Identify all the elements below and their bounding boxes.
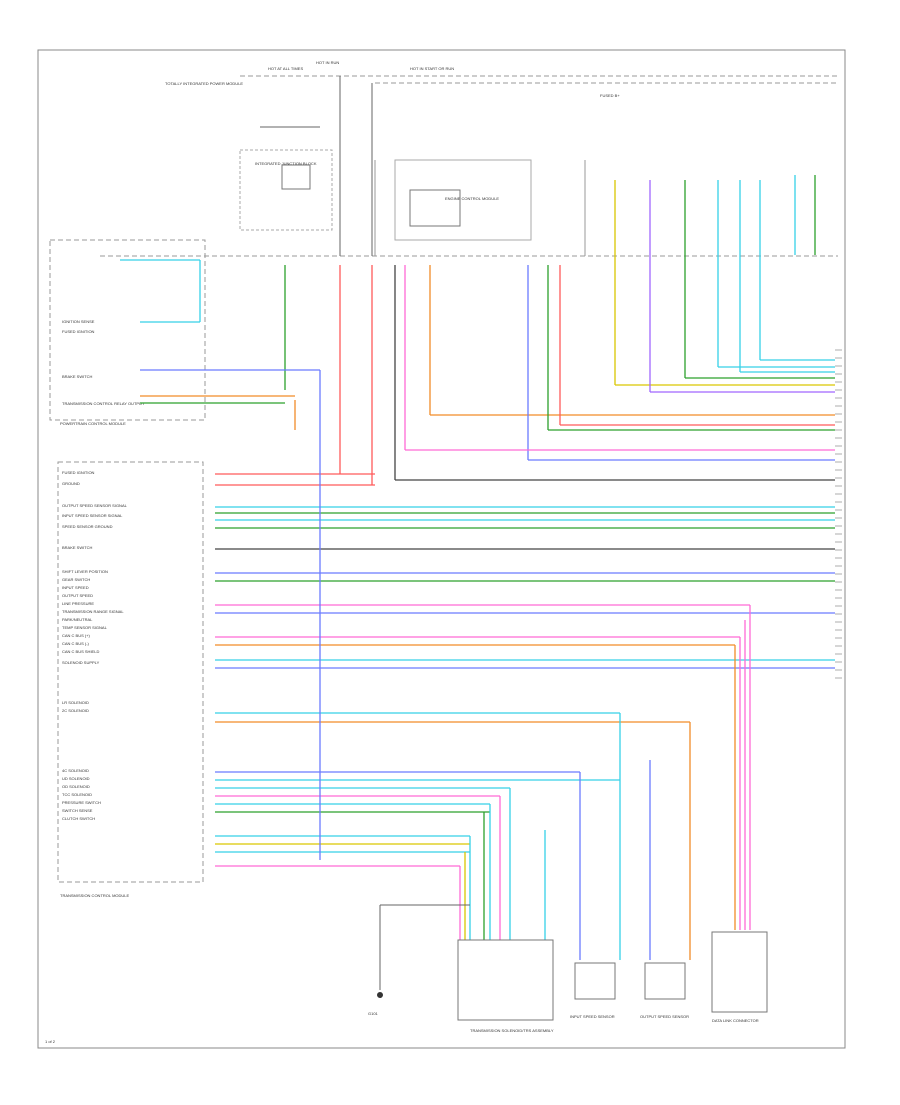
controller-pin-label: LR SOLENOID [62, 700, 89, 705]
footer-module-3: OUTPUT SPEED SENSOR [640, 1014, 689, 1019]
relay-contact-1 [281, 164, 311, 190]
wire-runs [120, 175, 835, 960]
controller-pin-label: GEAR SWITCH [62, 577, 90, 582]
controller-pin-label: CAN C BUS (+) [62, 633, 91, 638]
controller-pin-label: CAN C BUS (-) [62, 641, 90, 646]
right-connector-ticks [835, 349, 842, 679]
controller-pin-label: TEMP SENSOR SIGNAL [62, 625, 108, 630]
controller-pin-label: SWITCH SENSE [62, 808, 93, 813]
footer-module-3-box [644, 962, 686, 1000]
footer-module-2-box [574, 962, 616, 1000]
pcm-name-label: ENGINE CONTROL MODULE [445, 196, 499, 201]
controller-pin-label: CLUTCH SWITCH [62, 816, 95, 821]
controller-pin-label: CAN C BUS SHIELD [62, 649, 99, 654]
fused-bus-label: FUSED B+ [600, 93, 620, 98]
controller-pin-label: PRESSURE SWITCH [62, 800, 101, 805]
page-ref: 1 of 2 [45, 1039, 56, 1044]
relay-contact-2 [409, 189, 461, 227]
controller-pin-label: UD SOLENOID [62, 776, 90, 781]
footer-module-4: DATA LINK CONNECTOR [712, 1018, 759, 1023]
controller-box [57, 461, 204, 883]
footer-module-2: INPUT SPEED SENSOR [570, 1014, 615, 1019]
top-connector-label-2: HOT IN RUN [316, 60, 339, 65]
controller-pin-label: BRAKE SWITCH [62, 545, 93, 550]
controller-pin-label: SHIFT LEVER POSITION [62, 569, 108, 574]
controller-pin-label: INPUT SPEED [62, 585, 89, 590]
controller-pin-label: FUSED IGNITION [62, 470, 95, 475]
left-module-pin-3: BRAKE SWITCH [62, 374, 93, 379]
controller-pin-label: 2C SOLENOID [62, 708, 89, 713]
footer-module-1: TRANSMISSION SOLENOID/TRS ASSEMBLY [470, 1028, 554, 1033]
footer-module-1-box [457, 939, 554, 1021]
controller-pin-label: OUTPUT SPEED [62, 593, 93, 598]
controller-pin-label: OD SOLENOID [62, 784, 90, 789]
pdc-label: TOTALLY INTEGRATED POWER MODULE [165, 81, 243, 86]
ground-point [377, 992, 383, 998]
controller-pin-label: INPUT SPEED SENSOR SIGNAL [62, 513, 123, 518]
left-module-box [49, 239, 206, 421]
controller-pin-label: LINE PRESSURE [62, 601, 94, 606]
left-module-pin-1: IGNITION SENSE [62, 319, 95, 324]
controller-pin-label: SOLENOID SUPPLY [62, 660, 100, 665]
footer-module-4-box [711, 931, 768, 1013]
top-connector-label-3: HOT IN START OR RUN [410, 66, 454, 71]
top-connector-label-1: HOT AT ALL TIMES [268, 66, 303, 71]
controller-pin-label: OUTPUT SPEED SENSOR SIGNAL [62, 503, 128, 508]
diagram-frame [37, 49, 846, 1049]
controller-name: TRANSMISSION CONTROL MODULE [60, 893, 130, 898]
left-module-pin-4: TRANSMISSION CONTROL RELAY OUTPUT [62, 401, 145, 406]
ground-label: G101 [368, 1011, 379, 1016]
controller-pin-list: FUSED IGNITION GROUND OUTPUT SPEED SENSOR … [62, 470, 128, 821]
controller-pin-label: GROUND [62, 481, 80, 486]
fusible-link-label: INTEGRATED JUNCTION BLOCK [255, 161, 317, 166]
left-module-name: POWERTRAIN CONTROL MODULE [60, 421, 126, 426]
controller-pin-label: SPEED SENSOR GROUND [62, 524, 113, 529]
left-module-pin-2: FUSED IGNITION [62, 329, 95, 334]
controller-pin-label: TRANSMISSION RANGE SIGNAL [62, 609, 124, 614]
relay-block-left [239, 149, 333, 231]
controller-pin-label: TCC SOLENOID [62, 792, 92, 797]
relay-block-right [394, 159, 532, 241]
controller-pin-label: 4C SOLENOID [62, 768, 89, 773]
controller-pin-label: PARK/NEUTRAL [62, 617, 93, 622]
